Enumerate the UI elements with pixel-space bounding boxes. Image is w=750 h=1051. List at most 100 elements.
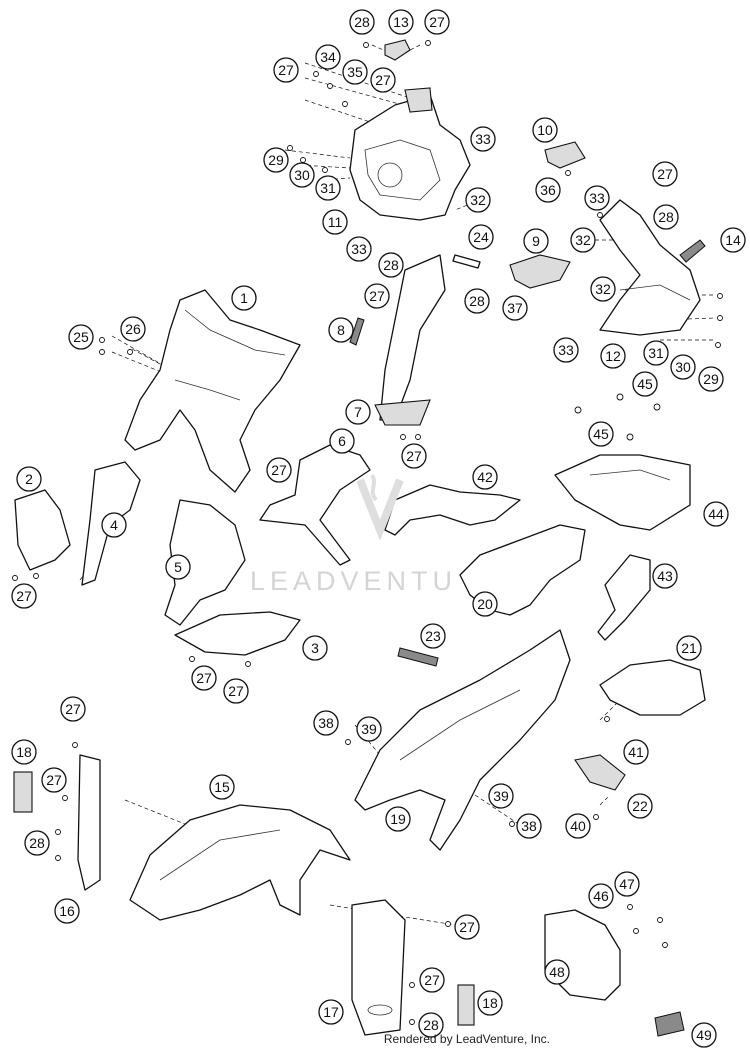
callout-21: 21 xyxy=(676,635,702,661)
svg-text:12: 12 xyxy=(605,348,621,364)
svg-text:2: 2 xyxy=(25,471,33,487)
part-18-reflector-right xyxy=(457,984,475,1026)
callout-24: 24 xyxy=(468,224,494,250)
svg-text:32: 32 xyxy=(470,192,486,208)
svg-text:6: 6 xyxy=(338,433,346,449)
callout-27g: 27 xyxy=(266,457,292,483)
callout-39b: 39 xyxy=(488,783,514,809)
callout-38b: 38 xyxy=(516,813,542,839)
part-11-headlight-frame xyxy=(349,94,471,221)
render-credit: Rendered by LeadVenture, Inc. xyxy=(383,1032,550,1046)
part-7-bracket-arm xyxy=(379,254,446,421)
callout-18a: 18 xyxy=(11,739,37,765)
part-12-side-frame xyxy=(599,199,701,336)
callout-27d: 27 xyxy=(652,161,678,187)
svg-text:28: 28 xyxy=(383,257,399,273)
callout-29b: 29 xyxy=(698,366,724,392)
svg-text:30: 30 xyxy=(294,167,310,183)
callout-9: 9 xyxy=(523,228,549,254)
svg-text:11: 11 xyxy=(328,214,343,230)
svg-text:27: 27 xyxy=(406,448,422,464)
svg-text:18: 18 xyxy=(482,995,498,1011)
part-23-pad xyxy=(397,647,439,667)
svg-text:27: 27 xyxy=(65,701,81,717)
svg-text:22: 22 xyxy=(632,798,648,814)
watermark-logo xyxy=(356,473,404,540)
part-44-rack xyxy=(554,454,691,531)
svg-text:20: 20 xyxy=(477,596,493,612)
svg-text:28: 28 xyxy=(658,209,674,225)
part-15-front-fender xyxy=(129,804,351,921)
svg-text:47: 47 xyxy=(619,876,635,892)
svg-text:32: 32 xyxy=(595,281,611,297)
svg-text:35: 35 xyxy=(347,64,363,80)
callout-17: 17 xyxy=(318,999,344,1025)
svg-text:14: 14 xyxy=(725,232,741,248)
svg-text:24: 24 xyxy=(473,229,489,245)
callout-27h: 27 xyxy=(11,583,37,609)
part-2-side-panel xyxy=(14,489,71,571)
callout-2: 2 xyxy=(16,466,42,492)
part-19-rear-fender xyxy=(354,629,571,851)
callout-31b: 31 xyxy=(643,340,669,366)
svg-text:23: 23 xyxy=(425,628,441,644)
svg-text:27: 27 xyxy=(429,14,445,30)
callout-32a: 32 xyxy=(465,187,491,213)
callout-18b: 18 xyxy=(477,990,503,1016)
callout-25: 25 xyxy=(68,324,94,350)
callout-27c: 27 xyxy=(370,67,396,93)
callout-27n: 27 xyxy=(419,967,445,993)
svg-text:28: 28 xyxy=(29,835,45,851)
callout-28f: 28 xyxy=(418,1012,444,1038)
callout-32b: 32 xyxy=(570,227,596,253)
callout-11: 11 xyxy=(322,209,348,235)
callout-28b: 28 xyxy=(653,204,679,230)
callout-6: 6 xyxy=(329,428,355,454)
svg-text:16: 16 xyxy=(59,903,75,919)
callout-33a: 33 xyxy=(470,126,496,152)
svg-text:39: 39 xyxy=(493,788,509,804)
part-21-bracket xyxy=(599,659,706,716)
svg-text:33: 33 xyxy=(475,131,491,147)
callout-10: 10 xyxy=(532,117,558,143)
svg-text:27: 27 xyxy=(369,288,385,304)
callout-42: 42 xyxy=(472,464,498,490)
parts xyxy=(13,39,706,1037)
callout-19: 19 xyxy=(385,806,411,832)
svg-text:30: 30 xyxy=(675,359,691,375)
svg-text:36: 36 xyxy=(540,182,556,198)
svg-text:21: 21 xyxy=(681,640,697,656)
part-42-grab-handle xyxy=(384,484,521,536)
svg-text:28: 28 xyxy=(423,1017,439,1033)
callout-33b: 33 xyxy=(584,185,610,211)
svg-text:18: 18 xyxy=(16,744,32,760)
callout-45a: 45 xyxy=(632,371,658,397)
callout-43: 43 xyxy=(652,563,678,589)
callout-30b: 30 xyxy=(670,354,696,380)
callout-20: 20 xyxy=(472,591,498,617)
svg-text:1: 1 xyxy=(240,290,248,306)
svg-text:27: 27 xyxy=(657,166,673,182)
callout-23: 23 xyxy=(420,623,446,649)
callout-16: 16 xyxy=(54,898,80,924)
callout-32c: 32 xyxy=(590,276,616,302)
callout-31a: 31 xyxy=(315,175,341,201)
callouts: 1 2 3 4 5 6 7 8 9 10 11 12 13 14 15 16 1… xyxy=(11,9,746,1048)
svg-text:37: 37 xyxy=(507,300,523,316)
callout-27k: 27 xyxy=(60,696,86,722)
svg-text:10: 10 xyxy=(537,122,553,138)
svg-text:9: 9 xyxy=(532,233,540,249)
svg-text:32: 32 xyxy=(575,232,591,248)
svg-text:3: 3 xyxy=(311,640,319,656)
svg-text:40: 40 xyxy=(570,818,586,834)
svg-text:19: 19 xyxy=(390,811,406,827)
svg-text:33: 33 xyxy=(589,190,605,206)
svg-text:26: 26 xyxy=(125,321,141,337)
part-16-side-strip xyxy=(77,754,101,891)
callout-45b: 45 xyxy=(588,421,614,447)
svg-text:48: 48 xyxy=(549,964,565,980)
svg-text:27: 27 xyxy=(16,588,32,604)
svg-text:38: 38 xyxy=(318,715,334,731)
callout-15: 15 xyxy=(209,774,235,800)
svg-text:45: 45 xyxy=(637,376,653,392)
